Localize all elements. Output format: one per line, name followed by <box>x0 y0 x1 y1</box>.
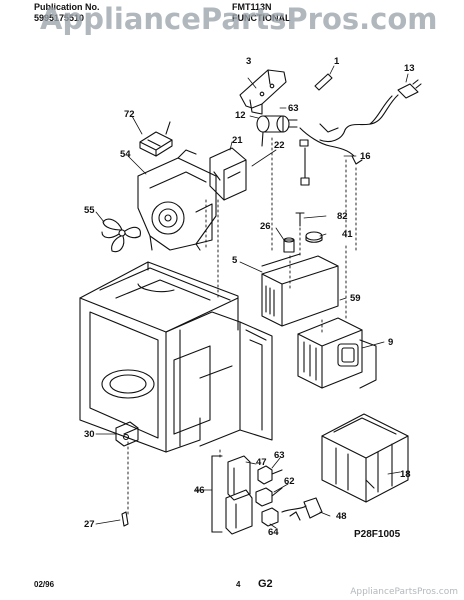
callout-21: 21 <box>232 135 243 146</box>
callout-27: 27 <box>84 519 95 530</box>
publication-label: Publication No. <box>34 2 100 12</box>
callout-26: 26 <box>260 221 271 232</box>
callout-1: 1 <box>334 56 340 67</box>
callout-64: 64 <box>268 527 279 538</box>
callout-5: 5 <box>232 255 238 266</box>
callout-18: 18 <box>400 469 411 480</box>
callout-54: 54 <box>120 149 131 160</box>
wire-harness <box>299 123 363 186</box>
callout-12: 12 <box>235 110 246 121</box>
leader-lines <box>127 137 357 515</box>
figure-reference-code: P28F1005 <box>354 529 401 540</box>
footer-watermark: AppliancePartsPros.com <box>350 587 458 597</box>
callout-16: 16 <box>360 151 371 162</box>
callout-63: 63 <box>274 450 285 461</box>
turntable-motor <box>115 421 139 447</box>
callout-47: 47 <box>256 457 267 468</box>
capacitor-part <box>256 115 298 147</box>
callout-63-top: 63 <box>288 103 299 114</box>
small-parts-82-41-26 <box>283 212 323 253</box>
callout-46: 46 <box>194 485 205 496</box>
footer-section-code: G2 <box>258 578 273 590</box>
oven-cavity <box>79 261 273 453</box>
callout-82: 82 <box>337 211 348 222</box>
site-watermark: AppliancePartsPros.com <box>40 2 438 36</box>
callout-41: 41 <box>342 229 353 240</box>
footer-page-number: 4 <box>236 580 241 589</box>
callout-48: 48 <box>336 511 347 522</box>
bracket-72 <box>139 121 173 157</box>
switch-parts <box>255 465 323 527</box>
model-number: FMT113N <box>232 2 272 12</box>
transformer-cover <box>261 253 339 327</box>
callout-62: 62 <box>284 476 295 487</box>
callout-59: 59 <box>350 293 361 304</box>
callout-22: 22 <box>274 140 285 151</box>
motor-part-21 <box>209 147 247 201</box>
magnetron-part <box>297 317 377 389</box>
callout-55: 55 <box>84 205 95 216</box>
publication-number: 5995175510 <box>34 13 85 23</box>
callout-leaders <box>95 65 409 529</box>
callout-72: 72 <box>124 109 135 120</box>
callout-30: 30 <box>84 429 95 440</box>
footer-date: 02/96 <box>34 580 55 589</box>
fan-blade <box>101 218 141 253</box>
switch-assembly <box>211 455 253 535</box>
rod-part <box>314 73 333 91</box>
power-transformer <box>321 413 409 503</box>
callout-9: 9 <box>388 337 394 348</box>
coupler-part <box>121 511 129 527</box>
power-cord <box>319 79 422 143</box>
fan-bracket-54 <box>137 149 217 251</box>
section-title: FUNCTIONAL <box>232 13 291 23</box>
callout-3: 3 <box>246 56 252 67</box>
callout-13: 13 <box>404 63 415 74</box>
bracket-part <box>239 69 287 115</box>
